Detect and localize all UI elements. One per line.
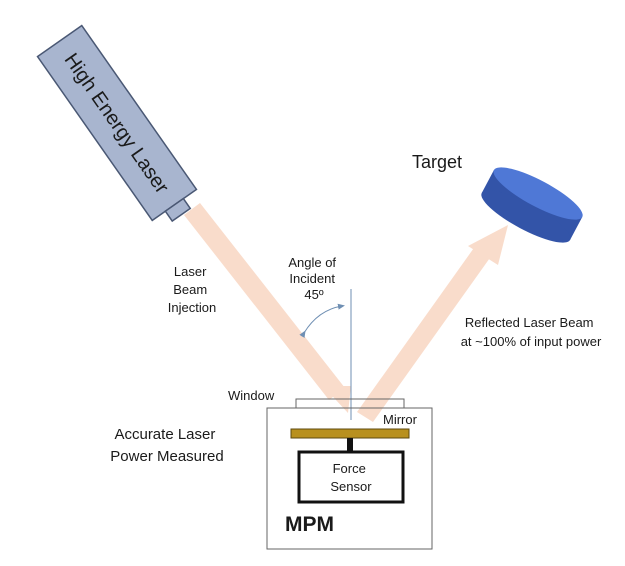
sensor-stem <box>347 438 353 452</box>
beam-injection-line-3: Injection <box>168 300 216 315</box>
power-measured-line-2: Power Measured <box>110 448 223 465</box>
angle-label-line-1: Angle of <box>288 255 336 270</box>
target-label: Target <box>412 152 462 172</box>
angle-label-line-2: Incident <box>289 271 335 286</box>
reflected-beam-label: Reflected Laser Beam at ~100% of input p… <box>461 315 602 349</box>
mirror-label: Mirror <box>383 412 418 427</box>
high-energy-laser: High Energy Laser <box>36 24 198 223</box>
force-sensor-line-2: Sensor <box>330 479 372 494</box>
power-measured-line-1: Accurate Laser <box>114 426 215 443</box>
beam-injection-line-1: Laser <box>174 264 207 279</box>
angle-label-line-3: 45º <box>304 287 323 302</box>
reflected-beam-line-2: at ~100% of input power <box>461 334 602 349</box>
mpm-label: MPM <box>285 513 334 536</box>
angle-arc <box>299 303 345 338</box>
mpm-box <box>266 407 433 550</box>
angle-label: Angle of Incident 45º <box>288 255 339 302</box>
power-measured-label: Accurate Laser Power Measured <box>110 426 223 465</box>
beam-injection-line-2: Beam <box>173 282 207 297</box>
force-sensor-label: Force Sensor <box>330 461 372 494</box>
mirror <box>290 428 410 439</box>
target-disk <box>481 167 583 243</box>
window-frame <box>295 398 405 408</box>
reflected-beam-line-1: Reflected Laser Beam <box>465 315 594 330</box>
laser-label: High Energy Laser <box>60 49 173 198</box>
force-sensor <box>297 450 405 504</box>
force-sensor-line-1: Force <box>333 461 366 476</box>
reflected-beam <box>357 225 508 422</box>
window-label: Window <box>228 388 275 403</box>
beam-injection-label: Laser Beam Injection <box>168 264 216 315</box>
